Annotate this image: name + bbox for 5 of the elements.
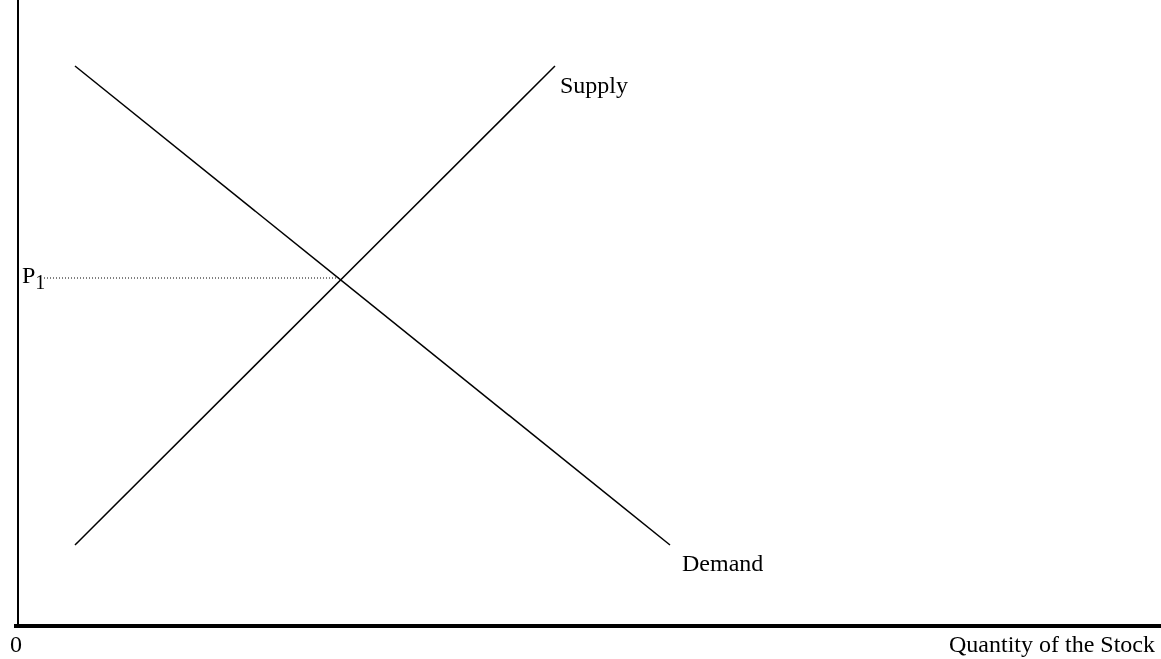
price-label: P$_{1}$	[22, 263, 46, 292]
curve-label: Demand	[682, 551, 764, 575]
origin-label: 0	[10, 632, 22, 656]
curve-label: Supply	[560, 73, 628, 97]
axis-label: Quantity of the Stock	[949, 632, 1155, 656]
